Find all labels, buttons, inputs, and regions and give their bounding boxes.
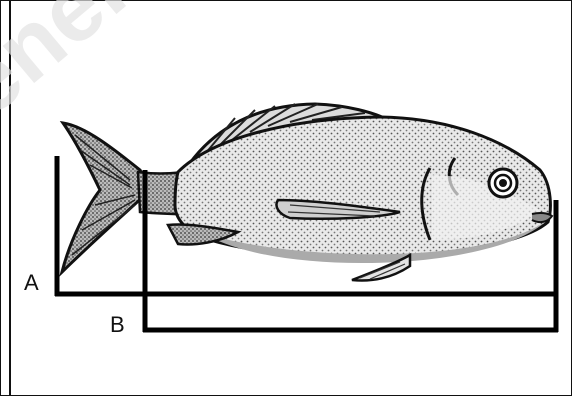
watermark: ener [0,0,152,135]
label-a: A [24,270,39,295]
eye-pupil [499,179,507,187]
fish-illustration [62,104,552,280]
tail-fin [62,123,150,272]
label-b: B [110,312,125,337]
